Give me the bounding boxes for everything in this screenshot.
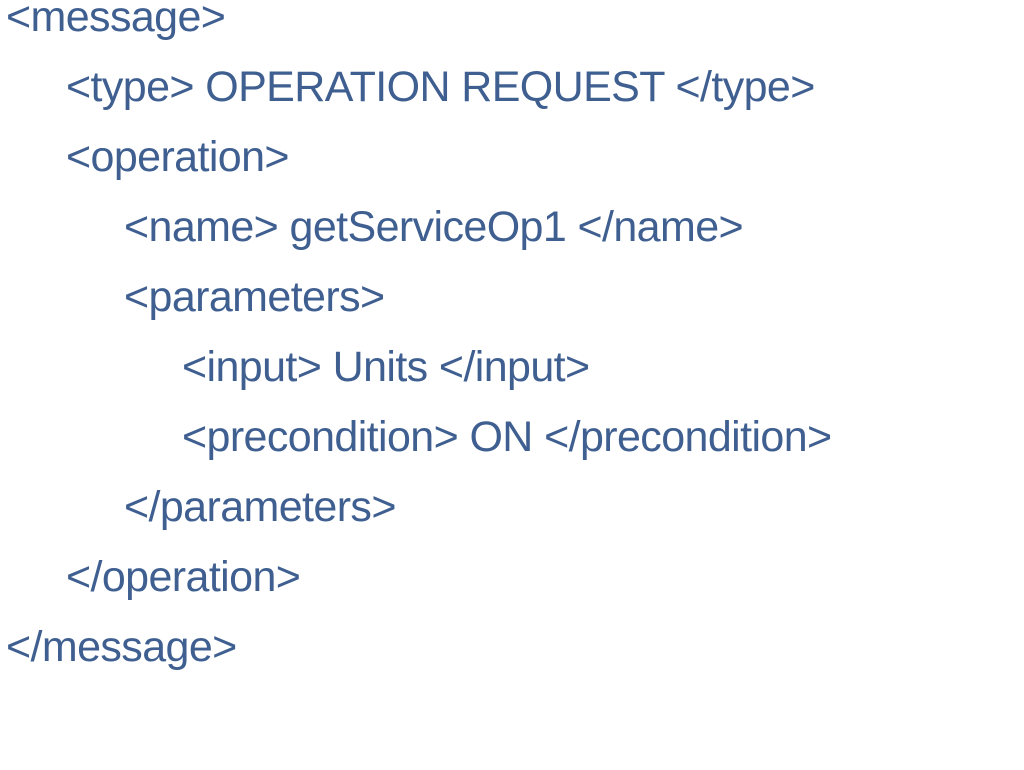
operation-open-tag-line: <operation> [66, 133, 290, 181]
input-line: <input> Units </input> [182, 343, 590, 391]
parameters-open-tag-line: <parameters> [124, 273, 385, 321]
operation-close-tag-line: </operation> [66, 553, 301, 601]
precondition-line: <precondition> ON </precondition> [182, 413, 832, 461]
message-open-tag-line: <message> [6, 0, 226, 41]
message-close-tag-line: </message> [6, 623, 237, 671]
type-line: <type> OPERATION REQUEST </type> [66, 63, 815, 111]
name-line: <name> getServiceOp1 </name> [124, 203, 744, 251]
xml-message-listing: <message> <type> OPERATION REQUEST </typ… [6, 0, 832, 671]
parameters-close-tag-line: </parameters> [124, 483, 396, 531]
